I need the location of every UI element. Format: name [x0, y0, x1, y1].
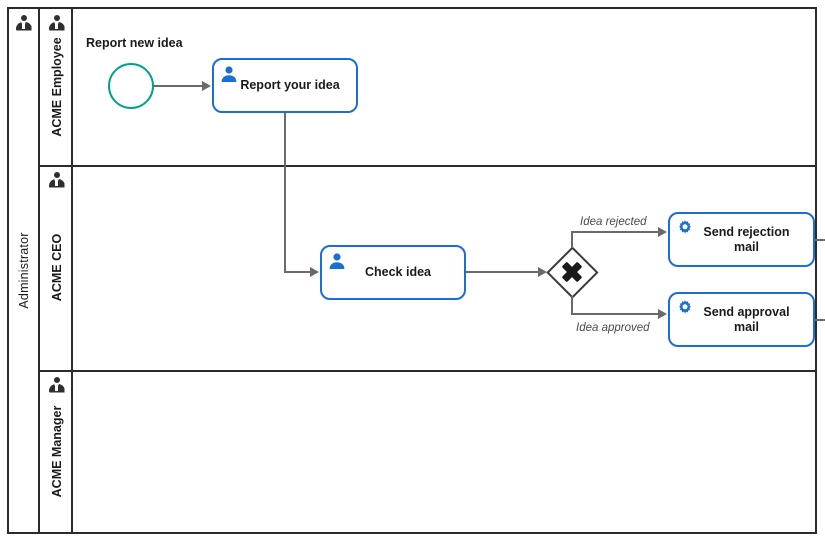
task-label-send-rejection-mail: Send rejection mail [703, 224, 790, 254]
flow-stub-approval-out [815, 319, 825, 321]
lane-title-acme-ceo: ACME CEO [49, 233, 64, 302]
flow-start-to-report [154, 85, 202, 87]
flow-rejected-vertical [571, 231, 573, 248]
task-send-approval-mail[interactable]: Send approval mail [668, 292, 815, 347]
task-send-rejection-mail[interactable]: Send rejection mail [668, 212, 815, 267]
flow-label-idea-rejected: Idea rejected [580, 216, 647, 228]
lane-acme-employee[interactable]: ACME Employee [40, 9, 816, 165]
flow-check-to-gateway [466, 271, 538, 273]
person-icon [48, 377, 65, 394]
lane-header-acme-employee[interactable] [40, 9, 73, 165]
gear-icon [676, 299, 694, 317]
flow-approved-arrowhead [658, 309, 667, 319]
gear-icon [676, 219, 694, 237]
lane-acme-manager[interactable]: ACME Manager [40, 370, 816, 533]
start-event-label: Report new idea [86, 36, 183, 50]
start-event[interactable] [108, 63, 154, 109]
flow-approved-horizontal [571, 313, 658, 315]
pool-title: Administrator [16, 232, 31, 309]
person-icon [15, 15, 32, 32]
lane-title-acme-employee: ACME Employee [49, 37, 64, 137]
lane-acme-ceo[interactable]: ACME CEO [40, 165, 816, 370]
flow-rejected-arrowhead [658, 227, 667, 237]
lane-divider-2 [40, 370, 817, 372]
lane-divider-1 [40, 165, 817, 167]
user-icon [220, 65, 238, 83]
person-icon [48, 15, 65, 32]
task-report-your-idea[interactable]: Report your idea [212, 58, 358, 113]
x-mark-icon [562, 262, 582, 282]
gateway-idea-decision[interactable] [545, 245, 599, 299]
flow-report-to-check-vertical [284, 113, 286, 272]
task-label-check-idea: Check idea [364, 265, 431, 279]
task-check-idea[interactable]: Check idea [320, 245, 466, 300]
flow-check-to-gateway-arrowhead [538, 267, 547, 277]
pool-header[interactable] [7, 7, 40, 534]
flow-report-to-check-arrowhead [310, 267, 319, 277]
person-icon [48, 172, 65, 189]
user-icon [328, 252, 346, 270]
flow-approved-vertical [571, 296, 573, 315]
flow-report-to-check-horizontal [284, 271, 310, 273]
flow-start-to-report-arrowhead [202, 81, 211, 91]
lane-title-acme-manager: ACME Manager [49, 405, 64, 498]
lane-header-acme-ceo[interactable] [40, 165, 73, 370]
flow-label-idea-approved: Idea approved [576, 322, 650, 334]
task-label-report-your-idea: Report your idea [240, 78, 340, 92]
flow-stub-rejection-out [815, 239, 825, 241]
flow-rejected-horizontal [571, 231, 658, 233]
lane-header-acme-manager[interactable] [40, 370, 73, 533]
task-label-send-approval-mail: Send approval mail [703, 304, 790, 334]
